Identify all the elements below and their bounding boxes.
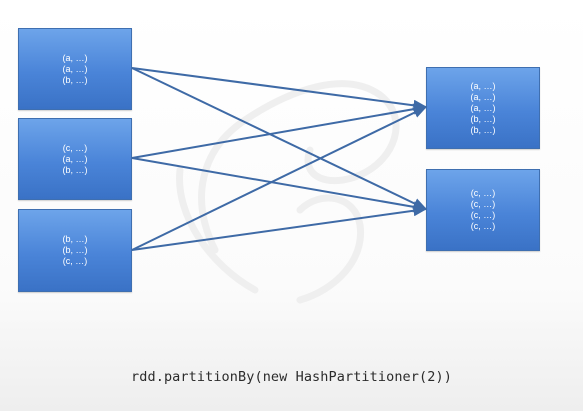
source-partition-1: (a, …) (a, …) (b, …) <box>18 28 132 110</box>
record: (b, …) <box>62 234 88 244</box>
record: (b, …) <box>62 245 88 255</box>
record: (a, …) <box>470 91 496 102</box>
record: (c, …) <box>470 188 496 198</box>
shuffle-arrow-3-to-2 <box>131 205 428 251</box>
record: (a, …) <box>470 80 496 91</box>
record: (c, …) <box>62 256 88 266</box>
record: (b, …) <box>62 74 88 85</box>
shuffle-arrow-2-to-1 <box>131 103 428 159</box>
shuffle-arrow-2-to-2 <box>131 157 428 213</box>
record: (a, …) <box>62 63 88 74</box>
code-caption: rdd.partitionBy(new HashPartitioner(2)) <box>131 369 452 385</box>
record: (a, …) <box>470 102 496 113</box>
source-partition-3: (b, …) (b, …) (c, …) <box>18 209 132 292</box>
target-partition-1: (a, …) (a, …) (a, …) (b, …) (b, …) <box>426 67 540 149</box>
target-partition-2: (c, …) (c, …) (c, …) (c, …) <box>426 169 540 251</box>
shuffle-arrow-1-to-1 <box>131 67 428 111</box>
record: (c, …) <box>470 221 496 231</box>
shuffle-arrow-1-to-2 <box>131 67 428 210</box>
shuffle-arrow-3-to-1 <box>131 106 428 251</box>
record: (a, …) <box>62 52 88 63</box>
record: (b, …) <box>470 124 496 135</box>
record: (c, …) <box>470 199 496 209</box>
record: (c, …) <box>470 210 496 220</box>
record: (b, …) <box>62 164 88 175</box>
record: (b, …) <box>470 113 496 124</box>
record: (a, …) <box>62 153 88 164</box>
source-partition-2: (c, …) (a, …) (b, …) <box>18 118 132 200</box>
record: (c, …) <box>62 142 88 153</box>
